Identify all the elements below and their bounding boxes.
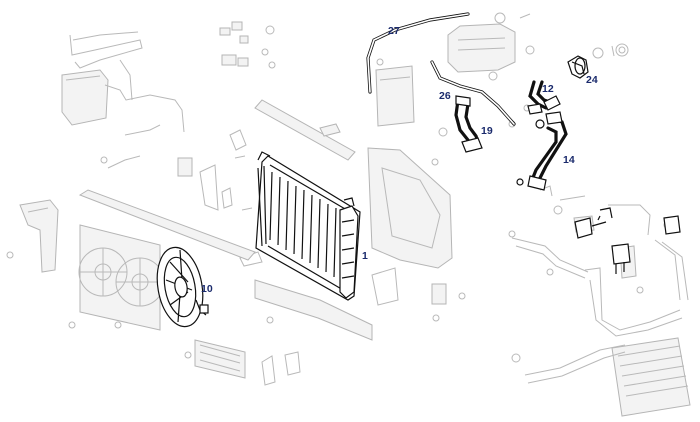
callout-12: 12	[542, 83, 554, 95]
callout-labels: 27 26 19 12 24 14 1 10	[201, 25, 598, 295]
callout-1: 1	[362, 250, 368, 262]
faded-fan-shroud-right	[367, 147, 453, 269]
faded-twin-fan-shroud	[68, 224, 165, 331]
callout-19: 19	[481, 125, 493, 137]
callout-10: 10	[201, 283, 213, 295]
callout-24: 24	[586, 74, 598, 86]
elbow-hose-part-12	[527, 80, 561, 115]
faded-small-parts-mid	[100, 129, 263, 267]
faded-lower-parts	[184, 267, 466, 386]
fitting-part-24	[567, 55, 589, 79]
callout-27: 27	[388, 25, 400, 37]
highlighted-parts	[156, 12, 681, 328]
faded-clips-top	[219, 21, 276, 69]
callout-26: 26	[439, 90, 451, 102]
faded-expansion-tank	[375, 12, 535, 137]
faded-bracket-top-left	[61, 31, 185, 136]
faded-heater-assembly	[508, 185, 691, 417]
fan-motor-part-10	[156, 246, 209, 328]
hose-part-14	[516, 111, 568, 191]
faded-top-rail	[254, 99, 356, 161]
faded-fittings-top-right	[592, 43, 629, 59]
hose-part-19	[454, 95, 483, 153]
heater-valve	[574, 207, 681, 274]
coolant-pipe-part-26	[430, 60, 516, 126]
radiator-part-1	[255, 151, 361, 301]
vent-line-part-27	[366, 12, 470, 94]
faded-side-bracket-left	[6, 189, 256, 273]
callout-14: 14	[563, 154, 575, 166]
